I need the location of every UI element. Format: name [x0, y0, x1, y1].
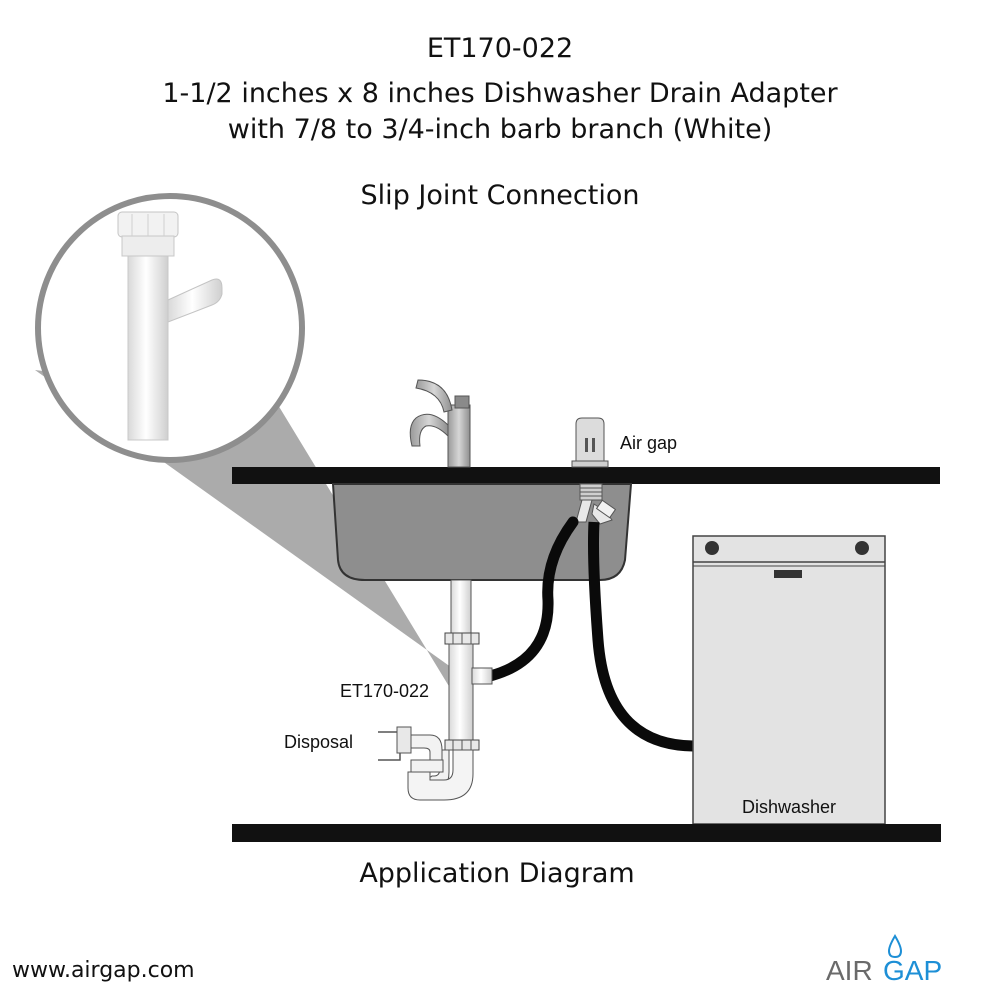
magnifier-circle — [35, 193, 305, 463]
water-drop-icon — [887, 934, 903, 959]
drain-assembly — [378, 579, 493, 801]
website-link[interactable]: www.airgap.com — [12, 958, 195, 983]
dishwasher-label: Dishwasher — [742, 797, 836, 817]
airgap-logo: AIR GAP — [826, 934, 942, 986]
dishwasher — [692, 535, 886, 825]
countertop — [232, 467, 940, 484]
product-code: ET170-022 — [426, 33, 574, 64]
logo-gap: GAP — [883, 955, 942, 986]
air-gap-fixture — [571, 417, 617, 525]
product-description-line2: with 7/8 to 3/4-inch barb branch (White) — [227, 114, 773, 145]
adapter-label: ET170-022 — [340, 681, 429, 701]
adapter-closeup — [117, 211, 223, 441]
drain-hose-from-dishwasher — [588, 521, 694, 752]
drain-hose-to-adapter — [484, 516, 579, 682]
connection-type-heading: Slip Joint Connection — [360, 180, 640, 211]
diagram-caption: Application Diagram — [359, 858, 635, 889]
floor — [232, 824, 941, 842]
air-gap-label: Air gap — [620, 433, 677, 453]
product-description-line1: 1-1/2 inches x 8 inches Dishwasher Drain… — [162, 78, 838, 109]
faucet — [409, 379, 471, 468]
logo-air: AIR — [826, 955, 873, 986]
disposal-label: Disposal — [284, 732, 353, 752]
